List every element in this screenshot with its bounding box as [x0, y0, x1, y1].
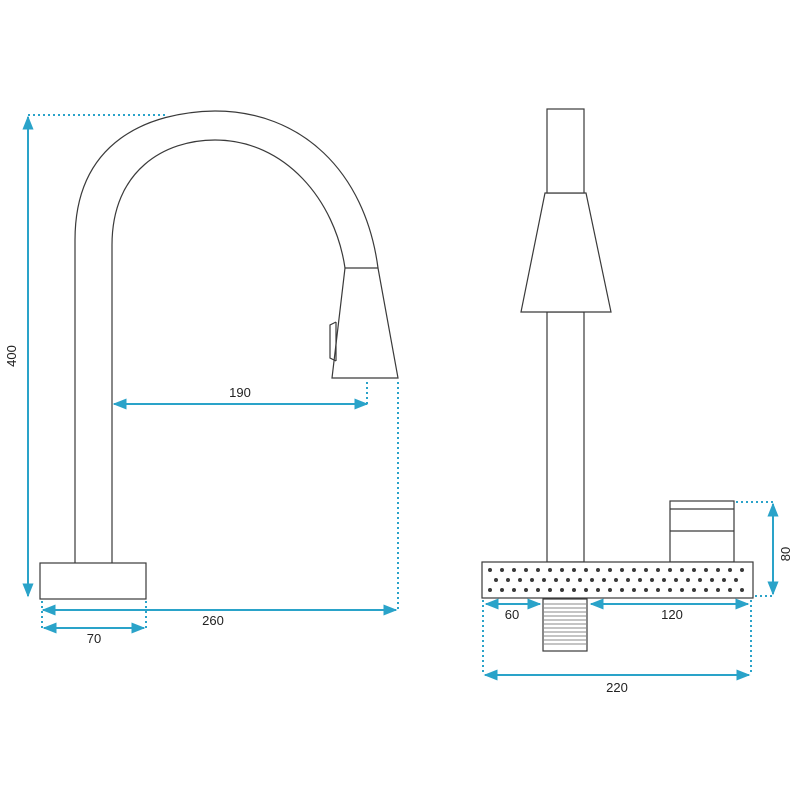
front-view	[39, 110, 399, 600]
spacing-left-label: 60	[505, 607, 519, 622]
perforation-dot	[608, 588, 612, 592]
perforation-dot	[740, 588, 744, 592]
shank-thread	[544, 603, 586, 645]
handle-height-label: 80	[778, 547, 793, 561]
perforation-dot	[512, 568, 516, 572]
perforation-dot	[572, 588, 576, 592]
reach-label: 190	[229, 385, 251, 400]
spacing-right-label: 120	[661, 607, 683, 622]
perforation-dot	[698, 578, 702, 582]
perforation-dot	[638, 578, 642, 582]
perforation-dot	[596, 568, 600, 572]
dimension-lines: 400 190 260 70 80 60 120 220	[4, 114, 793, 695]
perforation-dot	[560, 588, 564, 592]
perforation-dot	[524, 568, 528, 572]
perforation-dot	[500, 568, 504, 572]
perforation-dot	[704, 568, 708, 572]
perforation-dot	[674, 578, 678, 582]
perforation-dot	[668, 588, 672, 592]
spout-head-button	[329, 321, 337, 362]
perforation-dot	[572, 568, 576, 572]
perforation-dot	[506, 578, 510, 582]
perforation-dot	[620, 588, 624, 592]
perforation-dot	[584, 588, 588, 592]
perforation-dot	[740, 568, 744, 572]
perforation-dot	[734, 578, 738, 582]
perforation-dot	[668, 568, 672, 572]
perforation-dot	[614, 578, 618, 582]
perforation-dot	[728, 568, 732, 572]
perforation-dot	[704, 588, 708, 592]
perforation-dot	[536, 588, 540, 592]
spout-head	[331, 267, 399, 379]
perforation-dot	[494, 578, 498, 582]
perforation-dot	[554, 578, 558, 582]
perforation-dot	[578, 578, 582, 582]
height-label: 400	[4, 345, 19, 367]
perforation-dot	[602, 578, 606, 582]
perforation-dot	[644, 588, 648, 592]
perforation-dot	[680, 568, 684, 572]
perforation-dot	[566, 578, 570, 582]
perforation-dot	[680, 588, 684, 592]
perforation-dot	[584, 568, 588, 572]
perforation-dot	[626, 578, 630, 582]
perforation-dot	[710, 578, 714, 582]
side-view	[481, 108, 754, 652]
perforation-dot	[548, 588, 552, 592]
total-width-label: 220	[606, 680, 628, 695]
perforation-dot	[632, 568, 636, 572]
perforation-dot	[512, 588, 516, 592]
perforation-dot	[632, 588, 636, 592]
perforation-dot	[548, 568, 552, 572]
perforation-dot	[596, 588, 600, 592]
front-base	[39, 562, 147, 600]
side-cone	[520, 192, 612, 313]
perforation-dot	[692, 568, 696, 572]
perforation-dot	[542, 578, 546, 582]
side-top-cap	[546, 108, 585, 194]
perforation-dot	[590, 578, 594, 582]
perforation-dot	[692, 588, 696, 592]
perforation-dot	[530, 578, 534, 582]
perforation-dot	[716, 568, 720, 572]
perforation-dot	[500, 588, 504, 592]
side-threaded-shank	[542, 598, 588, 652]
perforation-dot	[722, 578, 726, 582]
base-width-label: 70	[87, 631, 101, 646]
perforation-dot	[560, 568, 564, 572]
perforation-dot	[716, 588, 720, 592]
perforation-dot	[536, 568, 540, 572]
side-column	[546, 311, 585, 563]
perforation-dot	[488, 568, 492, 572]
spout-outer-contour	[74, 110, 379, 563]
perforation-dot	[650, 578, 654, 582]
spout-inner-contour	[111, 139, 346, 563]
perforation-dot	[686, 578, 690, 582]
perforation-dot	[620, 568, 624, 572]
perforation-dot	[488, 588, 492, 592]
perforation-dot	[524, 588, 528, 592]
perforation-dot	[656, 568, 660, 572]
perforation-dot	[728, 588, 732, 592]
perforation-dot	[662, 578, 666, 582]
perforation-dot	[518, 578, 522, 582]
perforation-dot	[608, 568, 612, 572]
base-perforation	[488, 568, 744, 592]
perforation-dot	[644, 568, 648, 572]
perforation-dot	[656, 588, 660, 592]
depth-label: 260	[202, 613, 224, 628]
